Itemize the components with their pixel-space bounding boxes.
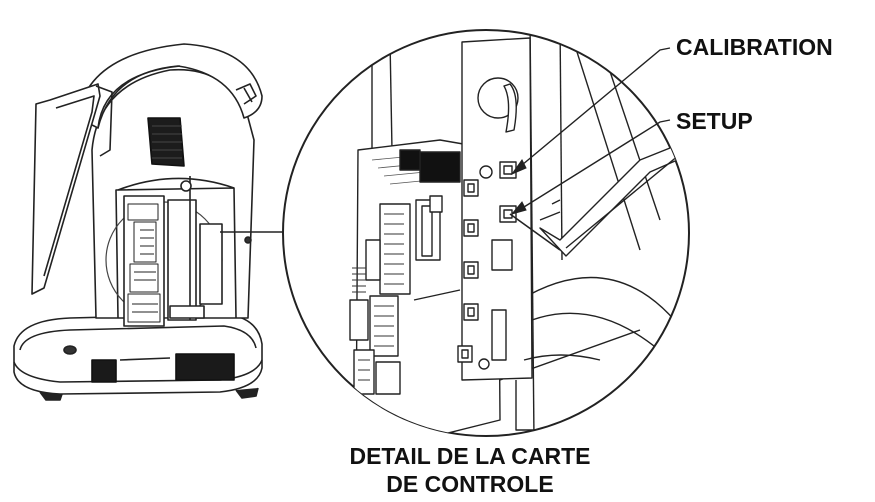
machine-drawing [13, 43, 263, 401]
connector-block-left [349, 203, 411, 395]
calibration-callout-label: CALIBRATION [676, 34, 833, 60]
caption-line-1: DETAIL DE LA CARTE [349, 443, 591, 469]
callout-leaders [510, 47, 671, 215]
detail-view [282, 29, 690, 437]
setup-callout-label: SETUP [676, 108, 753, 134]
detail-caption: DETAIL DE LA CARTE DE CONTROLE [300, 442, 640, 498]
screwdriver [509, 139, 689, 257]
caption-line-2: DE CONTROLE [386, 471, 554, 497]
machine-screen [31, 83, 101, 295]
